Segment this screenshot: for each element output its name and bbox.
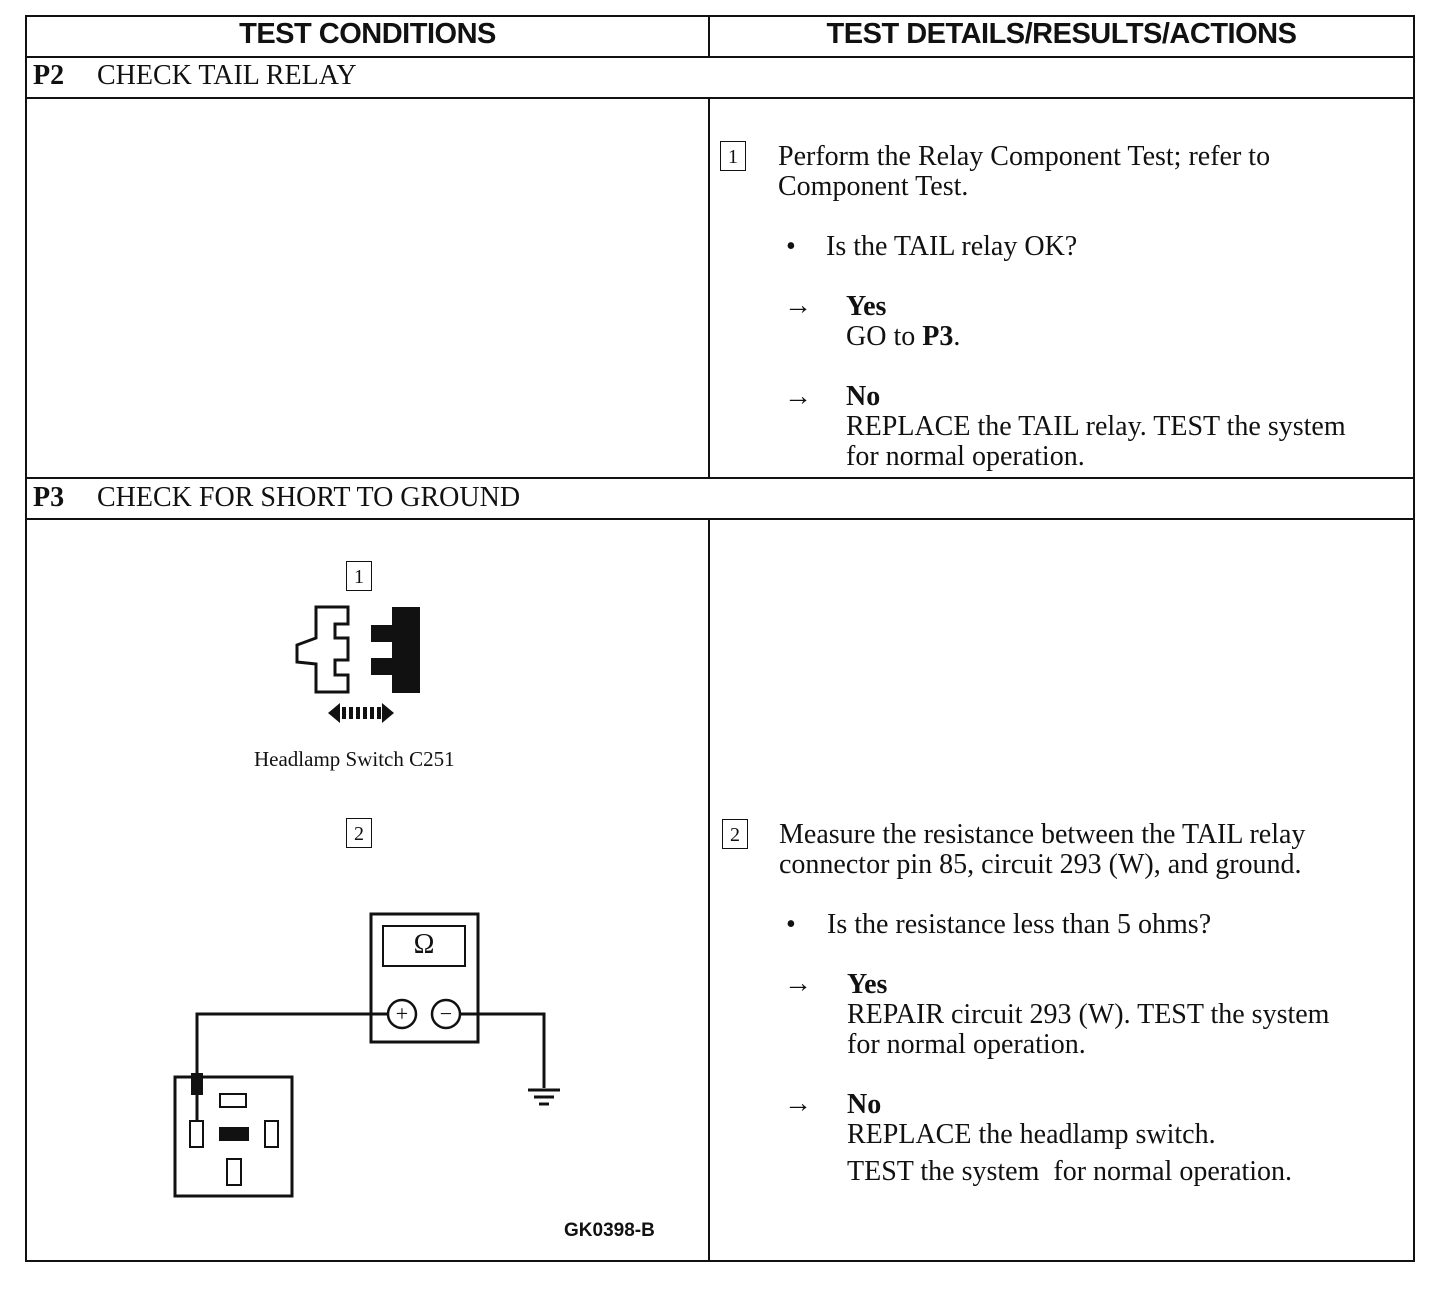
p3-figure-2-number: 2 (346, 818, 372, 848)
connector-half-solid (371, 607, 420, 693)
p2-yes-arrow: → (784, 290, 812, 321)
p2-no-action-1: REPLACE the TAIL relay. TEST the system (846, 411, 1346, 442)
p2-title-row: P2 CHECK TAIL RELAY (33, 60, 357, 92)
figure-code: GK0398-B (564, 1220, 655, 1241)
p2-title-divider (25, 97, 1415, 99)
disconnect-arrow-icon (328, 703, 394, 723)
p3-figure-1-number: 1 (346, 561, 372, 591)
p3-id: P3 (33, 482, 65, 513)
header-column-divider (708, 15, 710, 57)
p3-title-divider (25, 518, 1415, 520)
p3-bullet: • (786, 909, 796, 940)
p2-no-action-2: for normal operation. (846, 441, 1085, 472)
ohmmeter-omega-symbol: Ω (413, 929, 435, 960)
connector-pin-top (219, 1093, 247, 1108)
p3-yes-label: Yes (847, 969, 888, 1000)
header-test-conditions: TEST CONDITIONS (239, 18, 496, 50)
p3-yes-arrow: → (784, 968, 812, 999)
p2-step-text-1: Perform the Relay Component Test; refer … (778, 141, 1271, 172)
p3-title: CHECK FOR SHORT TO GROUND (97, 482, 521, 513)
table-border-right (1413, 15, 1415, 1262)
p2-no-arrow: → (784, 381, 812, 412)
p3-step-number: 2 (722, 819, 748, 849)
p3-no-arrow: → (784, 1088, 812, 1119)
connector-pin-bottom (226, 1158, 242, 1186)
p3-title-row: P3 CHECK FOR SHORT TO GROUND (33, 482, 520, 514)
p3-figure-1-caption: Headlamp Switch C251 (254, 747, 455, 771)
table-border-left (25, 15, 27, 1262)
p3-step-text-1: Measure the resistance between the TAIL … (779, 819, 1306, 850)
ohmmeter-display (382, 925, 466, 967)
ground-icon (528, 1088, 560, 1106)
p3-column-divider (708, 518, 710, 1261)
p2-yes-label: Yes (846, 291, 887, 322)
table-border-top (25, 15, 1415, 17)
p3-top-divider (25, 477, 1415, 479)
connector-pin-center (219, 1127, 249, 1141)
p2-yes-action-link: P3 (922, 321, 954, 352)
p3-no-action-1: REPLACE the headlamp switch. (847, 1119, 1216, 1150)
connector-half-open (295, 605, 350, 694)
p2-yes-action-pre: GO to (846, 321, 923, 352)
header-test-details: TEST DETAILS/RESULTS/ACTIONS (826, 18, 1297, 50)
p3-step-text-2: connector pin 85, circuit 293 (W), and g… (779, 849, 1302, 880)
p2-step-number: 1 (720, 141, 746, 171)
p3-yes-action-2: for normal operation. (847, 1029, 1086, 1060)
plus-symbol: + (395, 1001, 409, 1026)
negative-lead (460, 1012, 546, 1088)
p2-no-label: No (846, 381, 881, 412)
p2-bullet: • (786, 231, 796, 262)
table-border-bottom (25, 1260, 1415, 1262)
probe-tip (191, 1073, 203, 1095)
connector-pin-right (264, 1120, 279, 1148)
p2-yes-action-post: . (953, 321, 961, 352)
minus-symbol: − (439, 1001, 453, 1026)
p3-no-label: No (847, 1089, 882, 1120)
connector-pin-left (189, 1120, 204, 1148)
positive-lead (195, 1012, 388, 1075)
p2-yes-action: GO to P3. (846, 322, 960, 352)
p2-column-divider (708, 97, 710, 478)
header-divider (25, 56, 1415, 58)
p2-id: P2 (33, 60, 65, 91)
p3-no-action-2: TEST the system for normal operation. (847, 1156, 1293, 1187)
p2-question: Is the TAIL relay OK? (826, 231, 1078, 262)
p3-yes-action-1: REPAIR circuit 293 (W). TEST the system (847, 999, 1330, 1030)
p2-title: CHECK TAIL RELAY (97, 60, 357, 91)
p2-step-text-2: Component Test. (778, 171, 969, 202)
p3-question: Is the resistance less than 5 ohms? (827, 909, 1212, 940)
